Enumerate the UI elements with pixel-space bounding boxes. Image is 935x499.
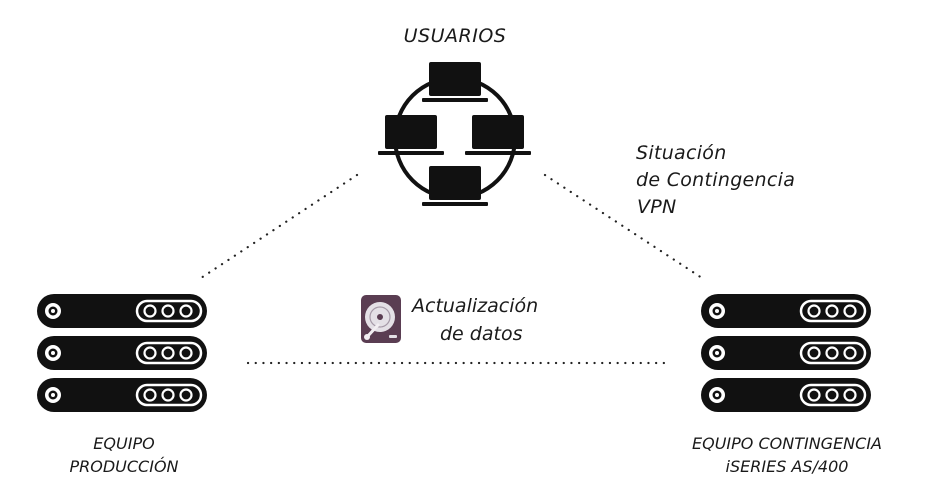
vpn-label-line-3: VPN	[637, 196, 677, 218]
data-update-line-2: de datos	[440, 323, 523, 345]
contingency-label-line-1: EQUIPO CONTINGENCIA	[692, 434, 882, 453]
users-label: USUARIOS	[403, 25, 507, 47]
connector-users-contingency	[543, 173, 707, 282]
server-unit-2	[35, 334, 209, 372]
production-server-label: EQUIPO PRODUCCIÓN	[69, 432, 178, 478]
server-unit-3	[699, 376, 873, 414]
production-label-line-1: EQUIPO	[93, 434, 155, 453]
connector-lines	[196, 173, 707, 365]
vpn-label-line-1: Situación	[636, 142, 727, 164]
contingency-label-line-2: iSERIES AS/400	[725, 457, 849, 476]
server-rack-icon-production	[35, 292, 209, 414]
production-label-line-2: PRODUCCIÓN	[69, 457, 179, 476]
server-unit-1	[35, 292, 209, 330]
laptop-icon-top	[422, 62, 488, 102]
server-unit-2	[699, 334, 873, 372]
laptop-icon-right	[465, 115, 531, 155]
server-unit-3	[35, 376, 209, 414]
laptop-icon-left	[378, 115, 444, 155]
data-update-label: Actualización de datos	[412, 292, 538, 348]
hard-disk-icon	[361, 295, 401, 343]
laptop-ring-icon	[378, 62, 531, 206]
server-rack-icon-contingency	[699, 292, 873, 414]
vpn-contingency-label: Situación de Contingencia VPN	[636, 140, 795, 221]
connector-users-production	[196, 173, 359, 282]
laptop-icon-bottom	[422, 166, 488, 206]
vpn-label-line-2: de Contingencia	[636, 169, 796, 191]
contingency-server-label: EQUIPO CONTINGENCIA iSERIES AS/400	[692, 432, 882, 478]
server-unit-1	[699, 292, 873, 330]
data-update-line-1: Actualización	[412, 295, 539, 317]
